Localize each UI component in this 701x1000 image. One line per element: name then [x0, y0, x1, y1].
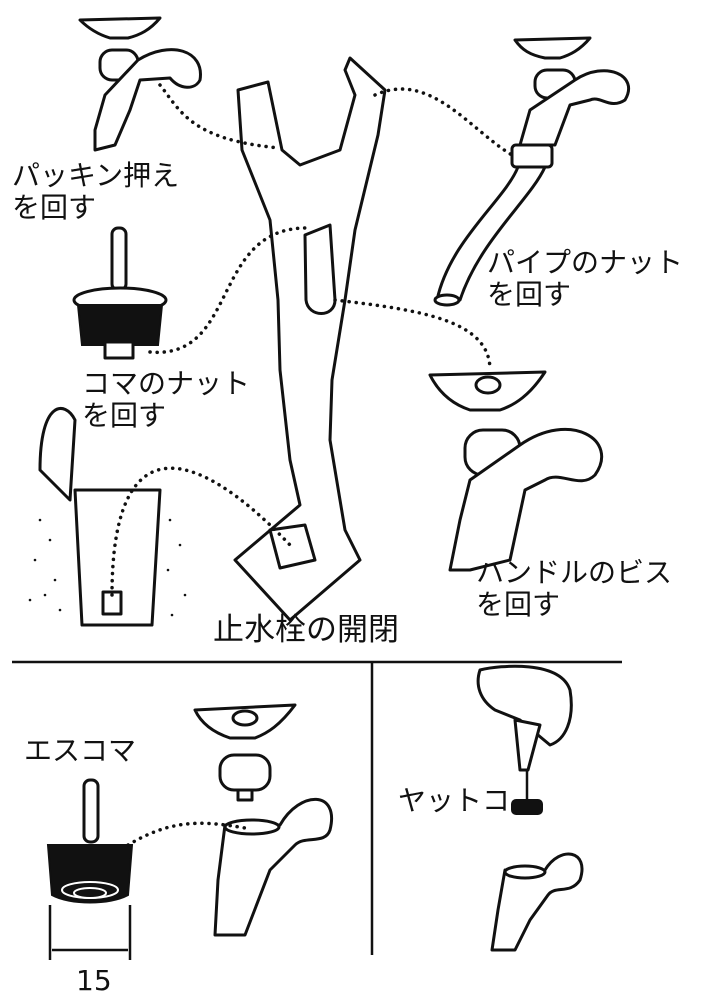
esukoma-part	[46, 778, 134, 960]
label-handle-screw-line1: ハンドルのビス	[476, 556, 672, 589]
label-handle-screw-line2: を回す	[476, 588, 560, 621]
label-esukoma: エスコマ	[24, 734, 136, 767]
dotted-leader	[373, 87, 514, 157]
label-dimension: 15	[76, 964, 112, 997]
label-pipe-nut-line1: パイプのナット	[487, 246, 683, 279]
yattoko-hand	[476, 664, 573, 815]
label-packing-line1: パッキン押え	[12, 159, 179, 192]
stop-valve-box	[28, 407, 187, 627]
label-yattoko: ヤットコ	[398, 784, 510, 817]
dotted-leader	[333, 298, 492, 372]
faucet-packing	[78, 16, 202, 152]
label-koma-nut-line2: を回す	[82, 399, 166, 432]
dotted-leader	[148, 226, 312, 354]
dotted-leader	[158, 83, 282, 150]
label-pipe-nut-line2: を回す	[487, 278, 571, 311]
faucet-small	[490, 852, 584, 952]
label-packing-line2: を回す	[12, 191, 96, 224]
faucet-handle-screw	[428, 370, 603, 572]
dotted-leader	[126, 821, 247, 847]
faucet-open	[193, 703, 333, 937]
koma-part	[72, 226, 168, 360]
wrench	[233, 56, 387, 622]
label-stop-valve: 止水栓の開閉	[213, 612, 399, 648]
dotted-leader	[110, 466, 292, 597]
label-koma-nut-line1: コマのナット	[82, 367, 250, 400]
faucet-pipe-nut	[433, 36, 631, 307]
